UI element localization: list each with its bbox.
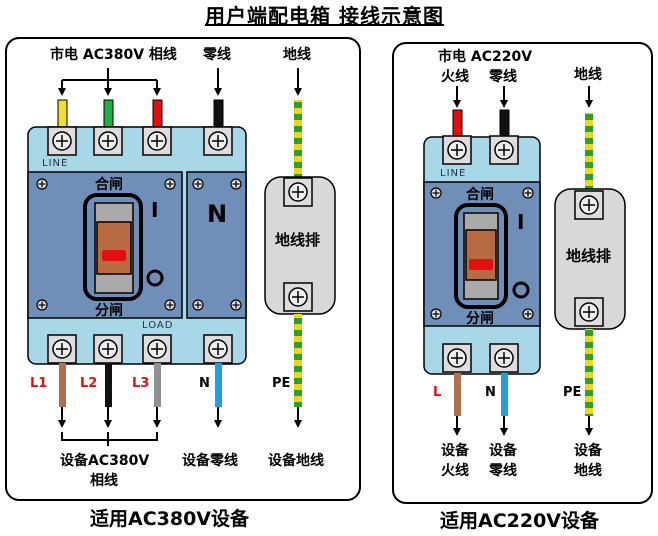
breaker-380v-n-panel — [186, 171, 247, 319]
out-label-l2: L2 — [80, 376, 98, 391]
output-arrows-380v — [58, 407, 302, 446]
out-label-pe: PE — [272, 376, 291, 391]
off-symbol-icon — [146, 269, 164, 287]
earth-bar-label-380v: 地线排 — [275, 231, 321, 249]
wire-live-red — [452, 109, 463, 138]
on-symbol-220v: I — [517, 210, 525, 234]
supply-arrows-220v — [453, 86, 593, 108]
wire-out-l3 — [154, 363, 161, 407]
wire-out-l1 — [59, 363, 66, 407]
wire-phase-yellow — [57, 99, 68, 129]
supply-label-380v: 市电 AC380V 相线 — [50, 47, 177, 63]
line-label-380v: LINE — [42, 158, 69, 169]
device-earth-label-1: 设备 — [574, 443, 602, 459]
out-label-pe-220: PE — [563, 385, 582, 400]
wire-earth-in-220 — [585, 113, 593, 193]
out-label-l: L — [433, 385, 442, 400]
out-label-n-220: N — [485, 385, 496, 400]
out-label-l1: L1 — [30, 376, 48, 391]
wire-out-pe-220 — [585, 329, 593, 416]
device-phase-label-1: 设备AC380V — [60, 453, 150, 469]
on-label-220v: 合闸 — [466, 187, 494, 203]
supply-bracket-380v — [58, 68, 302, 96]
wire-phase-red — [152, 99, 163, 129]
wire-earth-in — [294, 100, 302, 180]
wire-neutral-black-220 — [499, 109, 510, 138]
caption-380v: 适用AC380V设备 — [90, 508, 250, 530]
wire-neutral-black — [213, 99, 224, 129]
neutral-label-380v: 零线 — [203, 47, 231, 63]
device-earth-label-380v: 设备地线 — [268, 453, 324, 469]
off-symbol-icon-220 — [512, 281, 530, 299]
breaker-380v-handle[interactable] — [96, 221, 132, 275]
supply-label-220v: 市电 AC220V — [438, 49, 533, 65]
out-label-n: N — [199, 376, 210, 391]
device-live-label-2: 火线 — [441, 463, 469, 479]
earth-label-220v: 地线 — [574, 67, 602, 83]
device-neutral-label-380v: 设备零线 — [182, 453, 238, 469]
device-neutral-label-2: 零线 — [489, 463, 517, 479]
on-symbol-380v: I — [151, 198, 159, 222]
caption-220v: 适用AC220V设备 — [440, 510, 600, 532]
device-neutral-label-1: 设备 — [489, 443, 517, 459]
device-live-label-1: 设备 — [441, 443, 469, 459]
wire-phase-green — [103, 99, 114, 129]
line-label-220v: LINE — [440, 168, 467, 179]
n-symbol-380v: N — [207, 200, 228, 228]
earth-bar-label-220v: 地线排 — [566, 247, 612, 265]
earth-label-380v: 地线 — [283, 47, 311, 63]
out-label-l3: L3 — [132, 376, 150, 391]
off-label-220v: 分闸 — [466, 311, 494, 327]
off-label-380v: 分闸 — [95, 303, 123, 319]
live-label-220v: 火线 — [441, 69, 469, 85]
load-label-380v: LOAD — [142, 320, 174, 331]
wire-out-n — [215, 363, 222, 407]
breaker-220v-handle[interactable] — [465, 229, 497, 281]
wire-out-l — [454, 373, 461, 416]
wire-out-l2 — [105, 363, 112, 407]
wire-out-n-220 — [501, 373, 508, 416]
device-earth-label-2: 地线 — [574, 463, 602, 479]
neutral-label-220v: 零线 — [489, 69, 517, 85]
page-title: 用户端配电箱 接线示意图 — [205, 4, 444, 28]
output-arrows-220v — [453, 416, 593, 436]
on-label-380v: 合闸 — [95, 177, 123, 193]
device-phase-label-2: 相线 — [90, 473, 118, 489]
wire-out-pe — [294, 314, 302, 407]
